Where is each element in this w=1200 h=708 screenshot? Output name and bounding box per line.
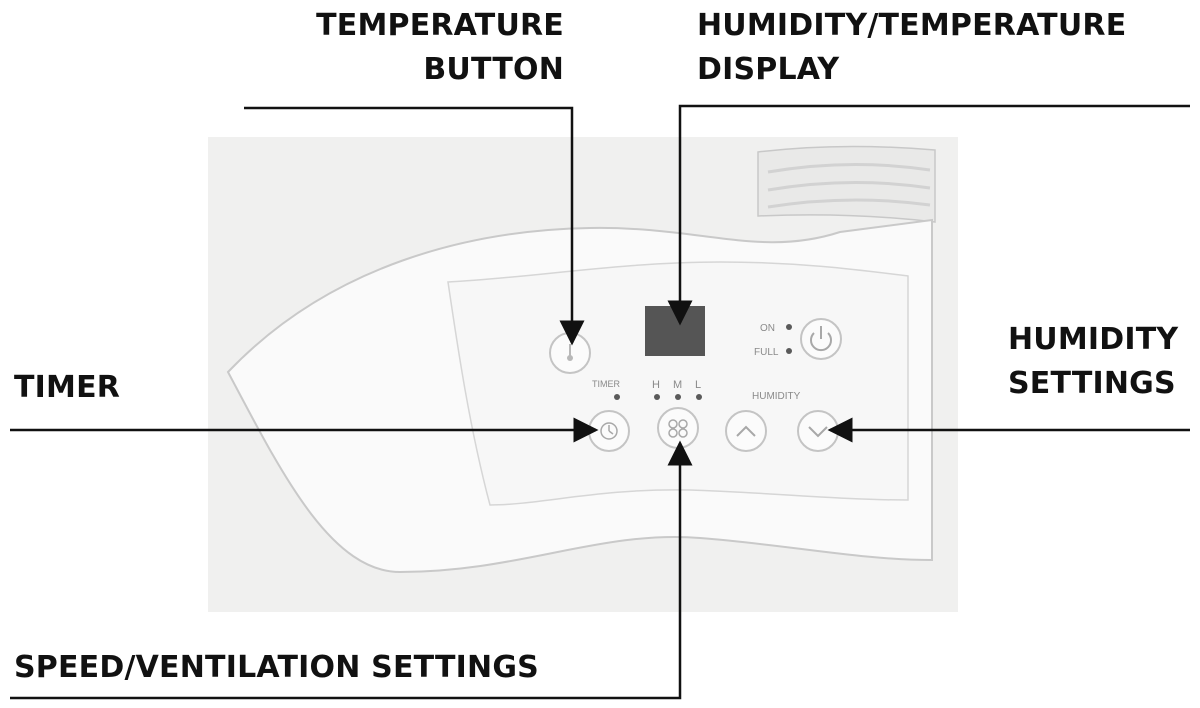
timer-callout: TIMER (14, 366, 120, 410)
timer-panel-label: TIMER (592, 379, 620, 389)
display-leader-line (667, 104, 1190, 326)
speed-l-label: L (695, 379, 701, 391)
speed-ventilation-callout: SPEED/VENTILATION SETTINGS (14, 646, 539, 690)
speed-ventilation-callout-text: SPEED/VENTILATION SETTINGS (14, 650, 539, 685)
fan-speed-button[interactable] (657, 407, 699, 449)
fan-icon (668, 419, 688, 438)
humidity-settings-callout-line1: HUMIDITY (1008, 322, 1179, 357)
speed-l-led (696, 394, 702, 400)
humidity-settings-callout: HUMIDITY SETTINGS (1008, 318, 1178, 406)
vent-grille (757, 145, 936, 223)
speed-h-led (654, 394, 660, 400)
temperature-button-callout: TEMPERATURE BUTTON (316, 4, 564, 92)
thermometer-icon (567, 344, 573, 361)
display-callout-line1: HUMIDITY/TEMPERATURE (697, 8, 1127, 43)
power-icon (810, 326, 832, 352)
timer-indicator-led (614, 394, 620, 400)
temperature-leader-line (244, 106, 585, 346)
speed-leader-line (10, 440, 693, 700)
temperature-button[interactable] (549, 332, 591, 374)
speed-h-label: H (652, 379, 660, 391)
speed-m-led (675, 394, 681, 400)
display-callout: HUMIDITY/TEMPERATURE DISPLAY (697, 4, 1126, 92)
humidity-panel-label: HUMIDITY (752, 391, 801, 402)
timer-callout-text: TIMER (14, 370, 121, 405)
full-indicator-label: FULL (754, 347, 779, 358)
chevron-up-icon (736, 425, 756, 437)
on-indicator-label: ON (760, 323, 775, 334)
temperature-button-callout-line1: TEMPERATURE (316, 8, 564, 43)
humidity-temperature-display (645, 306, 705, 356)
humidity-up-button[interactable] (725, 410, 767, 452)
on-indicator-led (786, 324, 792, 330)
speed-m-label: M (673, 379, 682, 391)
clock-icon (600, 422, 618, 440)
full-indicator-led (786, 348, 792, 354)
humidity-settings-callout-line2: SETTINGS (1008, 366, 1176, 401)
temperature-button-callout-line2: BUTTON (423, 52, 564, 87)
display-callout-line2: DISPLAY (697, 52, 840, 87)
power-button[interactable] (800, 318, 842, 360)
chevron-down-icon (808, 426, 828, 438)
